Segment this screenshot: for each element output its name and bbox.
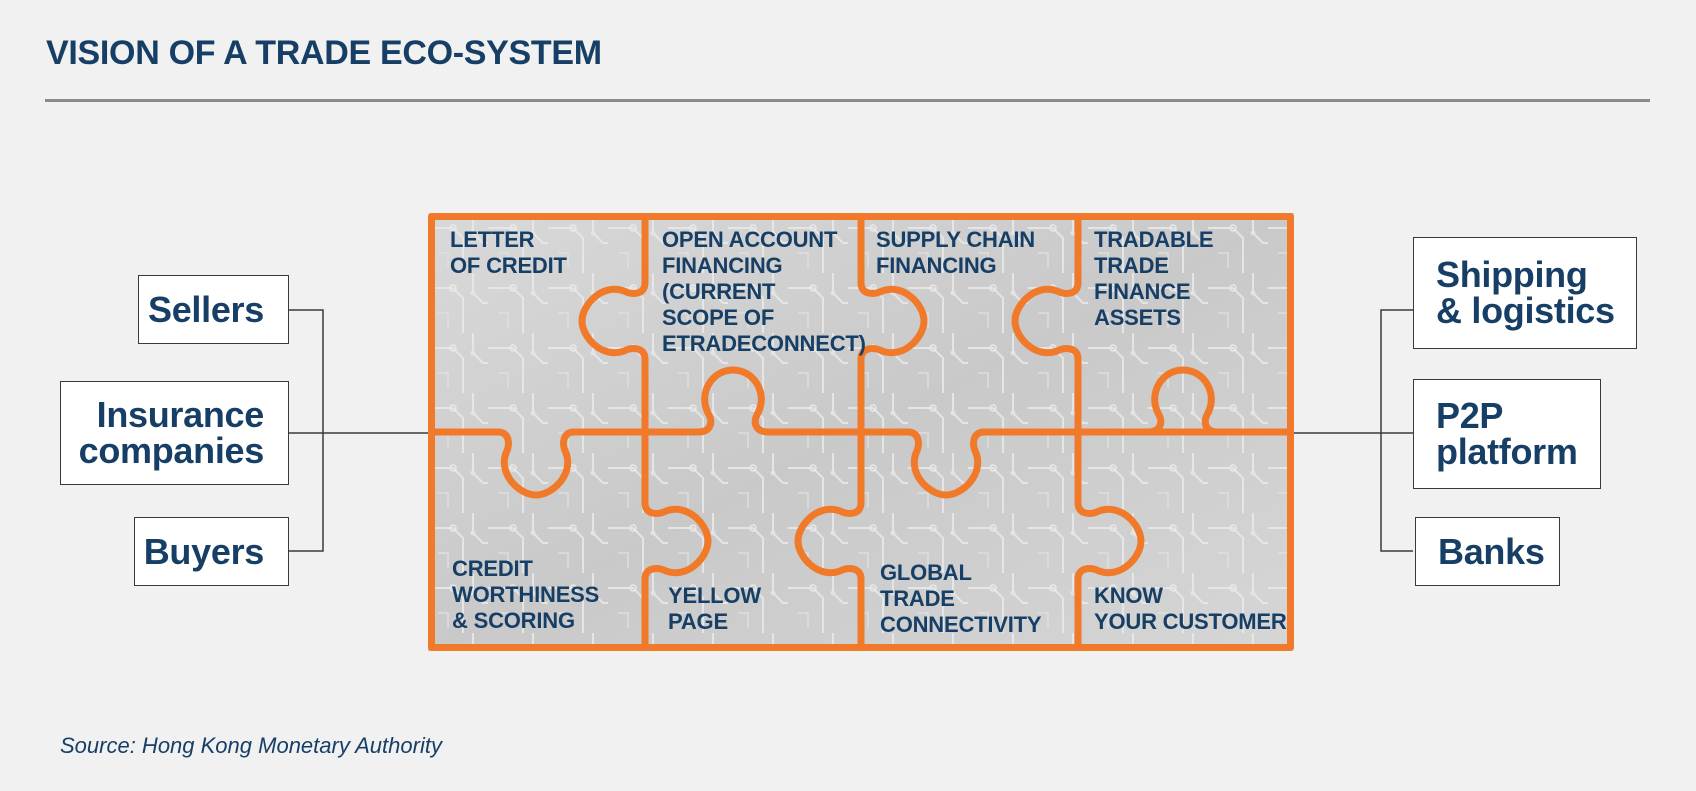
puzzle-horizontal-seam bbox=[428, 366, 1294, 499]
participant-banks: Banks bbox=[1415, 517, 1560, 586]
page-title: VISION OF A TRADE ECO-SYSTEM bbox=[46, 34, 602, 72]
piece-letter-of-credit: LETTER OF CREDIT bbox=[450, 227, 567, 278]
right-bracket-line bbox=[1380, 309, 1413, 552]
puzzle-graphic bbox=[428, 213, 1294, 651]
piece-tradable-trade-finance-assets: TRADABLE TRADE FINANCE ASSETS bbox=[1094, 227, 1214, 330]
participant-insurance-companies: Insurance companies bbox=[60, 381, 289, 485]
puzzle-grid: LETTER OF CREDIT OPEN ACCOUNT FINANCING … bbox=[428, 213, 1294, 651]
puzzle-vertical-seam-3 bbox=[1011, 213, 1145, 651]
left-bracket-line bbox=[288, 309, 324, 552]
piece-supply-chain-financing: SUPPLY CHAIN FINANCING bbox=[876, 227, 1035, 278]
puzzle-vertical-seam-2 bbox=[794, 213, 928, 651]
puzzle-vertical-seam-1 bbox=[578, 213, 712, 651]
piece-know-your-customer: KNOW YOUR CUSTOMER bbox=[1094, 583, 1287, 634]
piece-credit-worthiness-scoring: CREDIT WORTHINESS & SCORING bbox=[452, 556, 600, 633]
piece-global-trade-connectivity: GLOBAL TRADE CONNECTIVITY bbox=[880, 560, 1042, 637]
participant-shipping-logistics: Shipping & logistics bbox=[1413, 237, 1637, 349]
piece-open-account-financing: OPEN ACCOUNT FINANCING (CURRENT SCOPE OF… bbox=[662, 227, 866, 356]
piece-yellow-page: YELLOW PAGE bbox=[668, 583, 761, 634]
participant-p2p-platform: P2P platform bbox=[1413, 379, 1601, 489]
participant-sellers: Sellers bbox=[138, 275, 289, 344]
title-divider bbox=[45, 99, 1650, 102]
participant-buyers: Buyers bbox=[134, 517, 289, 586]
source-note: Source: Hong Kong Monetary Authority bbox=[60, 733, 442, 758]
